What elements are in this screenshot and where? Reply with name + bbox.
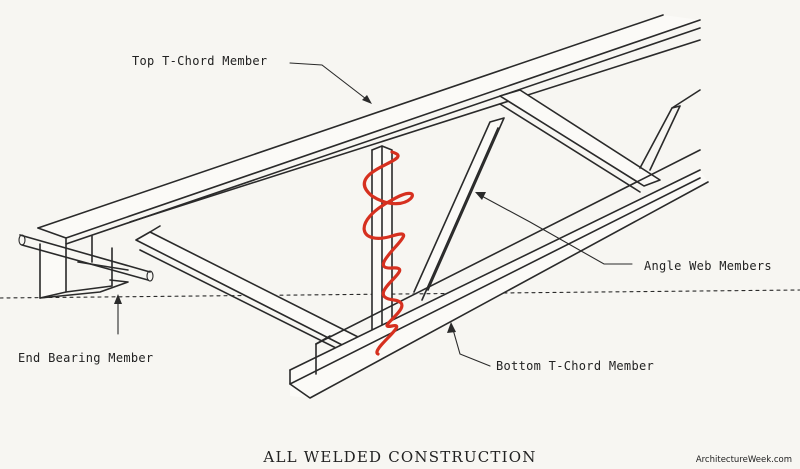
web-diagonal-left xyxy=(135,225,371,361)
label-top-chord: Top T-Chord Member xyxy=(132,54,267,68)
label-end-bearing: End Bearing Member xyxy=(18,351,153,365)
leader-angle-web xyxy=(475,192,633,265)
label-bottom-chord: Bottom T-Chord Member xyxy=(496,359,654,373)
label-angle-web: Angle Web Members xyxy=(644,259,772,273)
bottom-chord xyxy=(289,149,709,399)
red-scribble xyxy=(362,150,414,356)
leader-top-chord xyxy=(289,62,372,104)
web-diagonal-center xyxy=(413,117,505,301)
reference-line xyxy=(0,289,800,299)
leader-end-bearing xyxy=(114,294,122,335)
end-bearing xyxy=(18,234,154,299)
web-diagonal-right xyxy=(499,89,701,193)
watermark: ArchitectureWeek.com xyxy=(696,455,792,465)
caption: ALL WELDED CONSTRUCTION xyxy=(262,448,536,466)
leader-bottom-chord xyxy=(447,322,491,367)
top-chord xyxy=(37,14,701,263)
